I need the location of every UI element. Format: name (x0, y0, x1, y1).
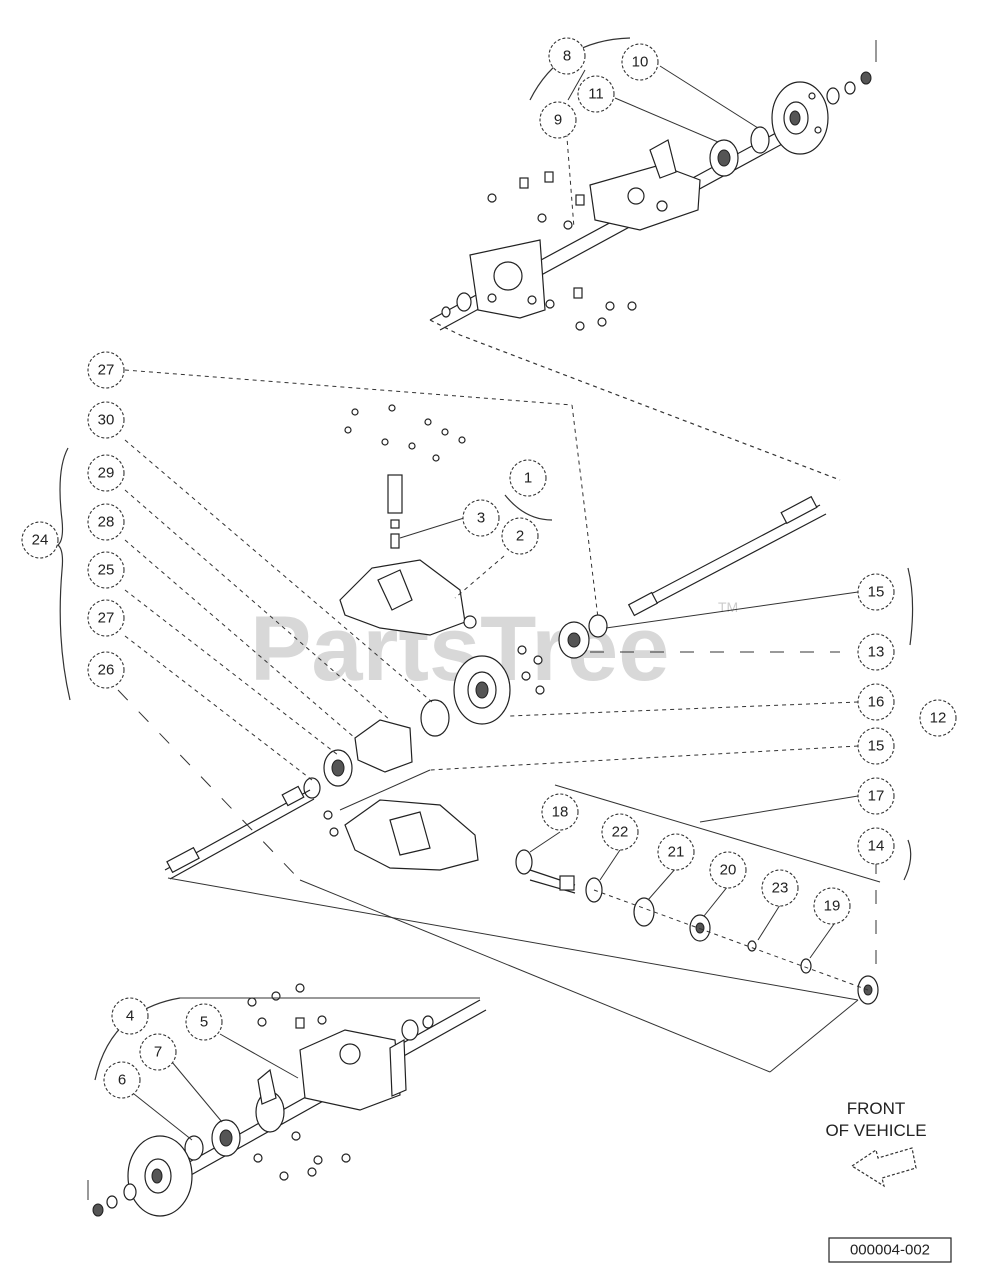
callout-14[interactable]: 14 (857, 827, 895, 865)
front-label-line2: OF VEHICLE (825, 1121, 926, 1140)
callout-label: 7 (154, 1044, 162, 1061)
callout-30[interactable]: 30 (87, 401, 125, 439)
callout-label: 20 (720, 862, 737, 879)
callout-27-top[interactable]: 27 (87, 351, 125, 389)
lower-axle-assembly (87, 983, 487, 1217)
callout-28[interactable]: 28 (87, 503, 125, 541)
callout-19[interactable]: 19 (813, 887, 851, 925)
callout-label: 23 (772, 880, 789, 897)
callout-label: 11 (588, 86, 604, 103)
callout-label: 29 (98, 465, 115, 482)
callout-label: 21 (668, 844, 685, 861)
callout-17[interactable]: 17 (857, 777, 895, 815)
callout-15-lower[interactable]: 15 (857, 727, 895, 765)
callout-label: 8 (563, 48, 571, 65)
callout-29[interactable]: 29 (87, 454, 125, 492)
callout-label: 27 (98, 362, 115, 379)
callout-24[interactable]: 24 (21, 521, 59, 559)
callout-18[interactable]: 18 (541, 793, 579, 831)
callout-7[interactable]: 7 (139, 1033, 177, 1071)
diagram-code: 000004-002 (850, 1242, 930, 1259)
callout-label: 2 (516, 528, 524, 545)
callout-label: 25 (98, 562, 115, 579)
callout-label: 28 (98, 514, 115, 531)
callout-label: 4 (126, 1008, 134, 1025)
callout-label: 5 (200, 1014, 208, 1031)
callout-label: 9 (554, 112, 562, 129)
callout-10[interactable]: 10 (621, 43, 659, 81)
callout-27-lower[interactable]: 27 (87, 599, 125, 637)
callout-label: 12 (930, 710, 947, 727)
callout-label: 10 (632, 54, 649, 71)
callout-13[interactable]: 13 (857, 633, 895, 671)
watermark-tm: TM (718, 599, 738, 615)
callout-22[interactable]: 22 (601, 813, 639, 851)
callout-23[interactable]: 23 (761, 869, 799, 907)
callout-label: 24 (32, 532, 49, 549)
callout-8[interactable]: 8 (548, 37, 586, 75)
callout-label: 6 (118, 1072, 126, 1089)
callout-label: 19 (824, 898, 841, 915)
callout-label: 15 (868, 738, 885, 755)
callout-label: 27 (98, 610, 115, 627)
callout-label: 18 (552, 804, 569, 821)
callout-label: 30 (98, 412, 115, 429)
callout-15-upper[interactable]: 15 (857, 573, 895, 611)
callout-label: 3 (477, 510, 485, 527)
callout-20[interactable]: 20 (709, 851, 747, 889)
callout-21[interactable]: 21 (657, 833, 695, 871)
callout-5[interactable]: 5 (185, 1003, 223, 1041)
callout-25[interactable]: 25 (87, 551, 125, 589)
callout-label: 15 (868, 584, 885, 601)
callout-9[interactable]: 9 (539, 101, 577, 139)
callout-16[interactable]: 16 (857, 683, 895, 721)
callout-6[interactable]: 6 (103, 1061, 141, 1099)
callout-label: 14 (868, 838, 885, 855)
front-label-line1: FRONT (847, 1099, 906, 1118)
callout-label: 17 (868, 788, 885, 805)
callout-label: 1 (524, 470, 532, 487)
callout-4[interactable]: 4 (111, 997, 149, 1035)
center-transaxle-assembly (57, 65, 914, 1073)
callout-12[interactable]: 12 (919, 699, 957, 737)
callout-label: 26 (98, 662, 115, 679)
callout-11[interactable]: 11 (577, 75, 615, 113)
callout-1[interactable]: 1 (509, 459, 547, 497)
diagram-code-box: 000004-002 (828, 1237, 952, 1263)
callout-26[interactable]: 26 (87, 651, 125, 689)
callout-label: 16 (868, 694, 885, 711)
front-arrow-icon (850, 1147, 917, 1188)
callout-2[interactable]: 2 (501, 517, 539, 555)
callout-3[interactable]: 3 (462, 499, 500, 537)
callout-label: 13 (868, 644, 885, 661)
callout-label: 22 (612, 824, 629, 841)
upper-axle-assembly (429, 37, 877, 481)
